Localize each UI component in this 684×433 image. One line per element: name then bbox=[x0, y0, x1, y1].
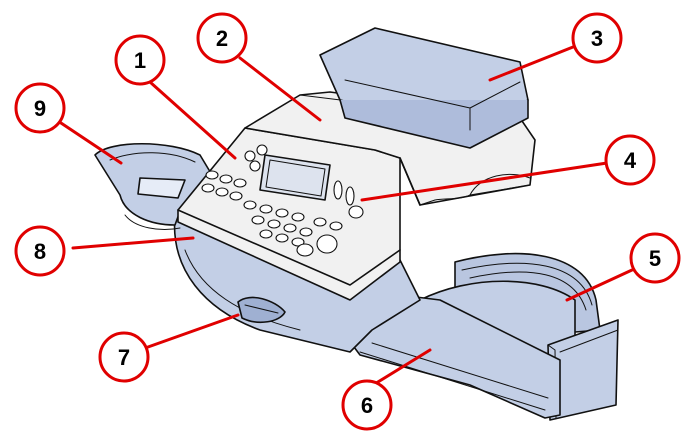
callout-9: 9 bbox=[14, 82, 66, 134]
leader-line-3 bbox=[488, 45, 575, 82]
callout-2-label: 2 bbox=[216, 26, 228, 51]
leader-line-4 bbox=[360, 161, 609, 202]
callout-4: 4 bbox=[604, 134, 656, 186]
callout-9-label: 9 bbox=[34, 96, 46, 121]
callout-4-label: 4 bbox=[624, 148, 637, 173]
callout-1: 1 bbox=[114, 34, 166, 86]
callout-3: 3 bbox=[571, 12, 623, 64]
callout-1-label: 1 bbox=[134, 48, 146, 73]
leader-line-5 bbox=[565, 268, 634, 302]
callout-7: 7 bbox=[98, 331, 150, 383]
callout-6: 6 bbox=[341, 379, 393, 431]
callout-3-label: 3 bbox=[591, 26, 603, 51]
keypad bbox=[201, 144, 364, 257]
callout-7-label: 7 bbox=[118, 345, 130, 370]
callout-8-label: 8 bbox=[34, 239, 46, 264]
leader-line-9 bbox=[50, 115, 123, 165]
base-body bbox=[173, 214, 421, 353]
callout-6-label: 6 bbox=[361, 393, 373, 418]
callout-5-label: 5 bbox=[649, 246, 661, 271]
release-lever bbox=[237, 296, 286, 324]
leader-line-1 bbox=[148, 80, 237, 160]
callout-8: 8 bbox=[14, 225, 66, 277]
leader-line-6 bbox=[371, 348, 432, 387]
leader-line-8 bbox=[71, 236, 195, 250]
left-tray bbox=[94, 143, 216, 230]
mailing-machine-illustration bbox=[94, 27, 619, 421]
leader-line-2 bbox=[238, 56, 322, 122]
callouts: 1 2 3 4 5 6 7 8 bbox=[14, 12, 681, 431]
callout-5: 5 bbox=[629, 232, 681, 284]
lid bbox=[319, 27, 529, 149]
callout-2: 2 bbox=[196, 12, 248, 64]
leader-line-7 bbox=[146, 313, 240, 349]
